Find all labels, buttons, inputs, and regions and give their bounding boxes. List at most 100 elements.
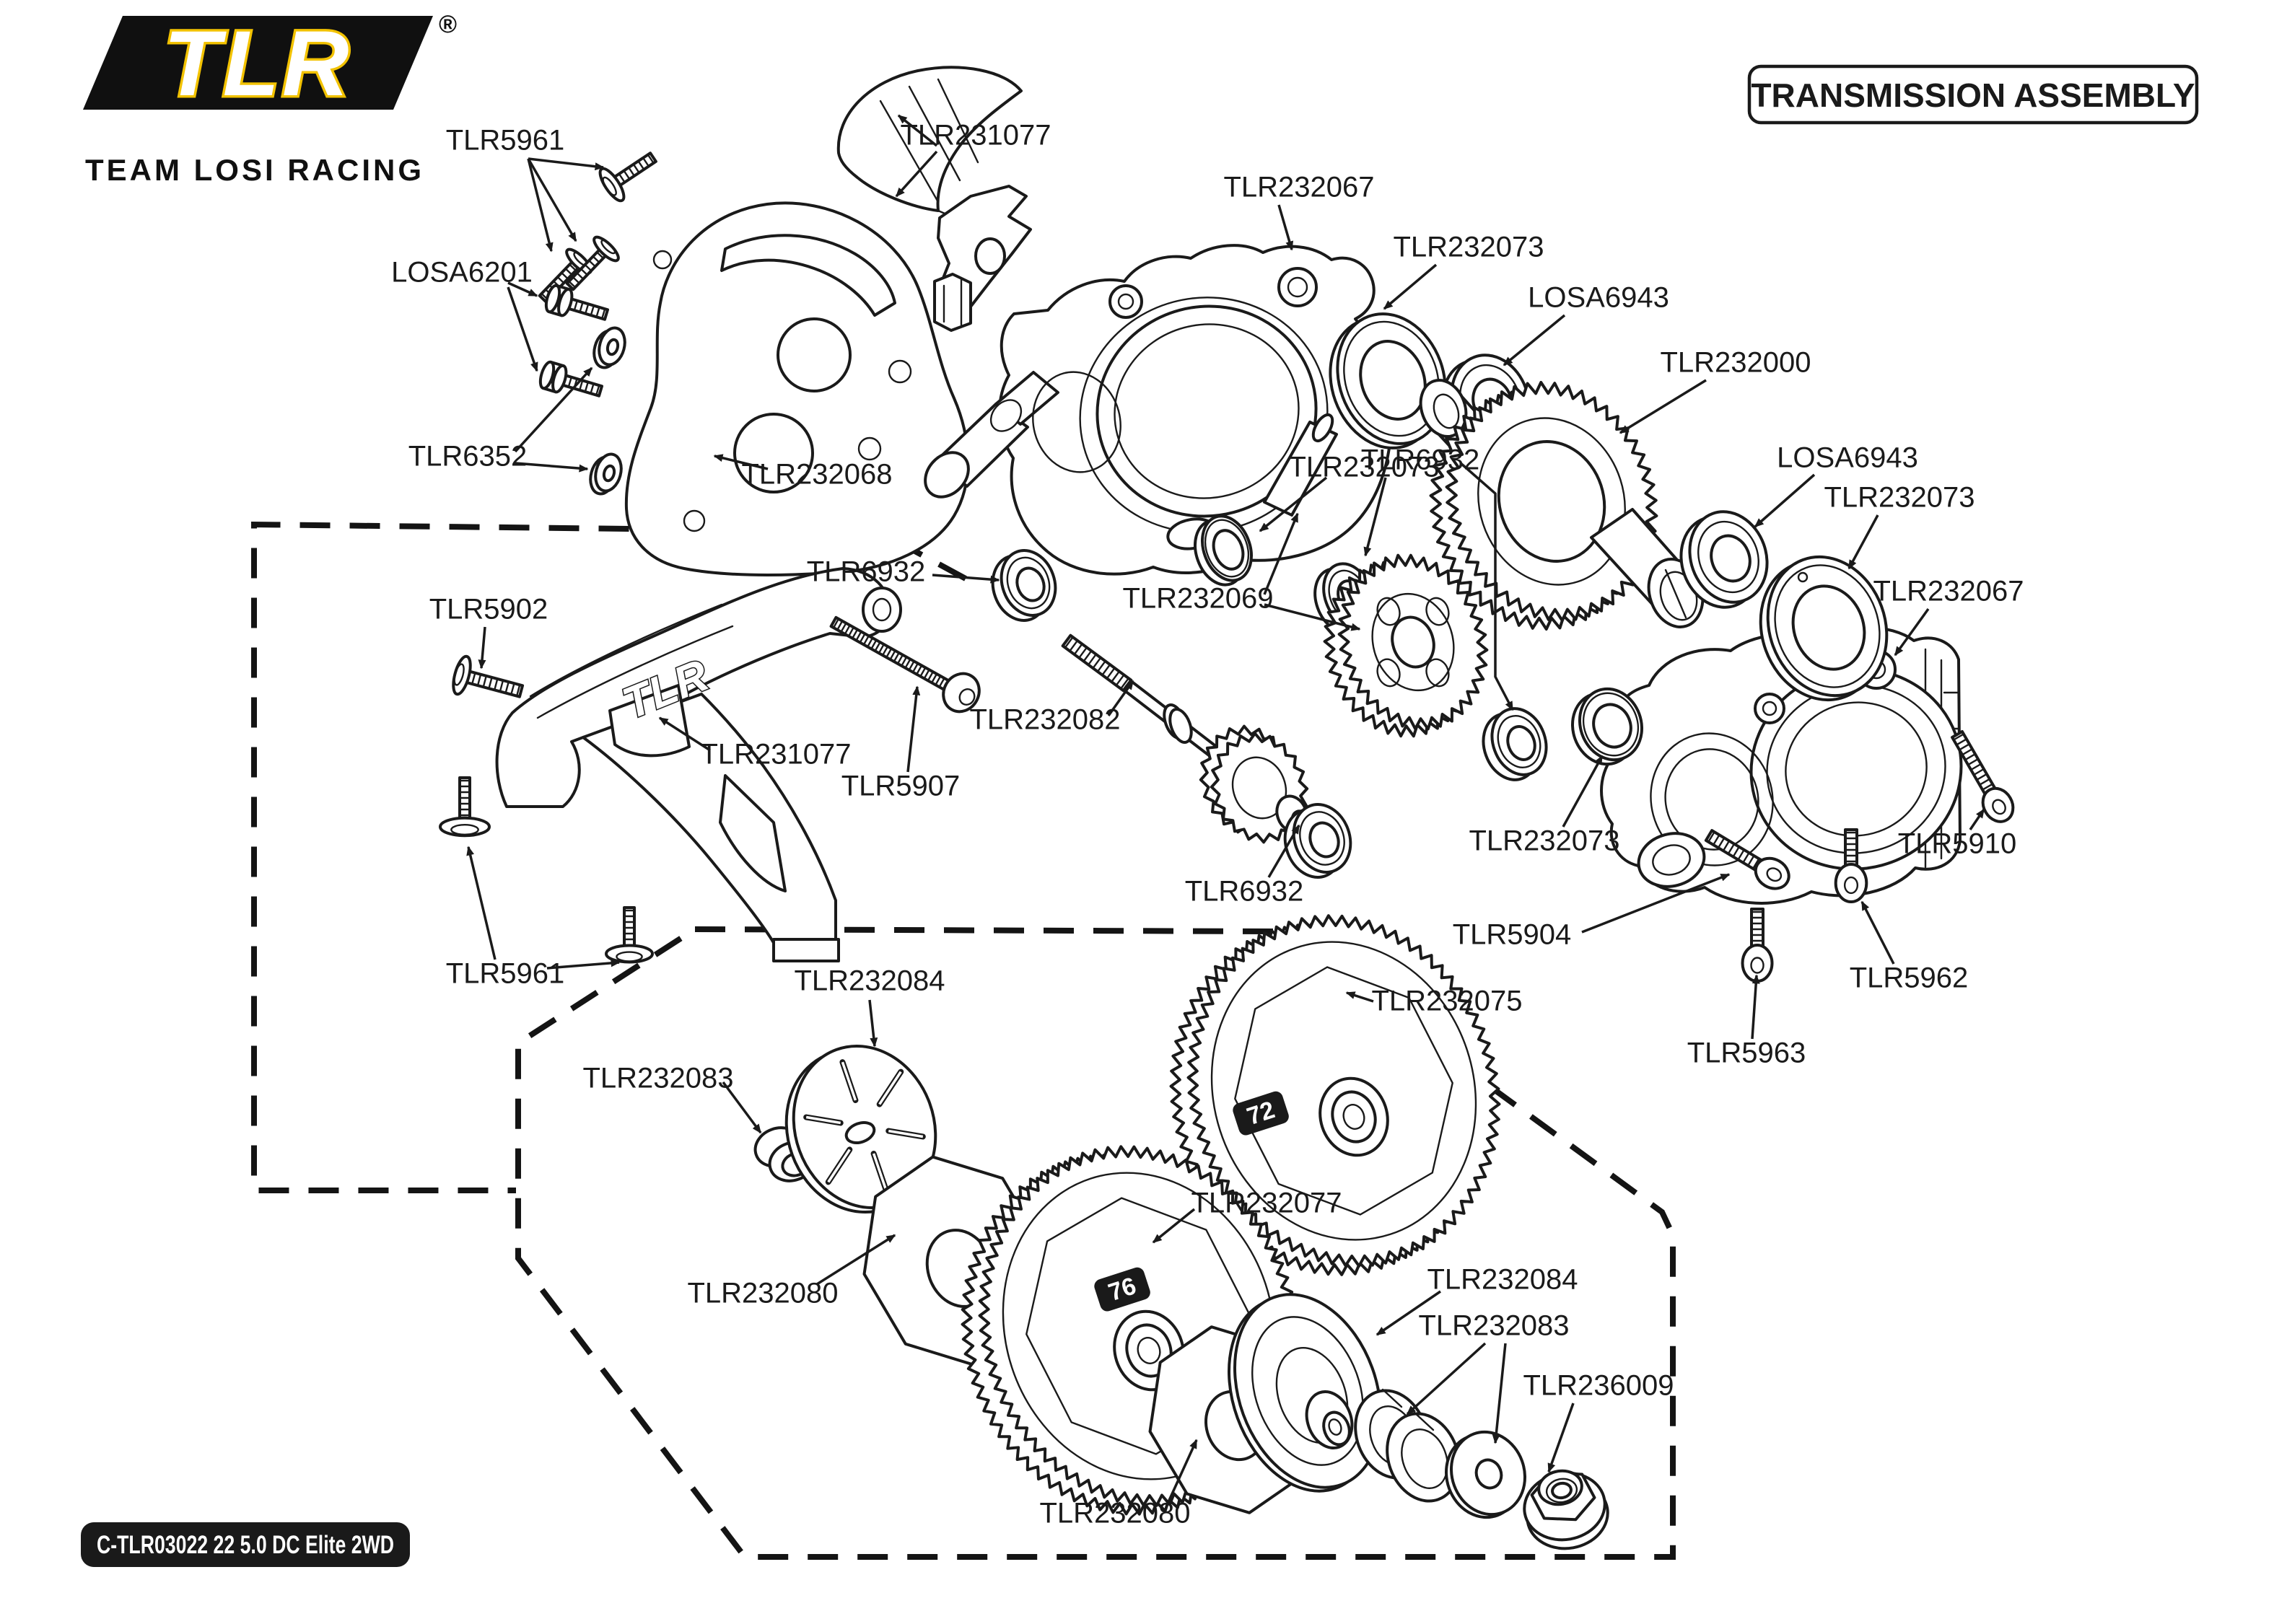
part-label-tlr5902: TLR5902 xyxy=(429,594,548,626)
part-label-tlr236009: TLR236009 xyxy=(1523,1370,1674,1402)
part-label-tlr232080-1: TLR232080 xyxy=(687,1278,838,1309)
ring xyxy=(1592,703,1632,749)
ring xyxy=(1212,529,1245,571)
screw-tlr5902 xyxy=(452,654,472,696)
ring xyxy=(1433,393,1460,429)
ring xyxy=(602,464,616,483)
part-label-tlr5963: TLR5963 xyxy=(1687,1037,1806,1069)
generated-parts-layer xyxy=(439,152,2015,1550)
part-label-tlr232067-right: TLR232067 xyxy=(1873,576,2024,607)
gearbox-case-left-tlr232067 xyxy=(924,244,1393,576)
leader-arrow-losa6201 xyxy=(507,286,538,372)
part-label-tlr232067-left: TLR232067 xyxy=(1223,172,1374,203)
part-label-tlr5961-top: TLR5961 xyxy=(446,125,565,157)
title-box: TRANSMISSION ASSEMBLY xyxy=(1747,64,2199,125)
leader-arrow-tlr6932-3 xyxy=(1267,824,1300,878)
brace-cutout xyxy=(719,774,787,892)
slipper-slot-inner xyxy=(872,1153,888,1193)
leader-arrow-losa6943-1 xyxy=(1503,314,1566,367)
part-label-tlr231077-top: TLR231077 xyxy=(900,120,1051,152)
dashed-boundary-bottom xyxy=(515,926,1676,1560)
slipper-slot-inner xyxy=(888,1129,924,1138)
leader-arrow-tlr6932-2 xyxy=(1363,477,1387,557)
ring xyxy=(453,663,465,686)
ring xyxy=(1331,1090,1377,1144)
leader-arrow-tlr231077-top xyxy=(897,114,938,147)
ring xyxy=(1137,1337,1161,1364)
ring xyxy=(1308,821,1340,859)
ring xyxy=(1582,692,1640,757)
leader-arrow-tlr232083-1 xyxy=(722,1081,762,1134)
shim-hole xyxy=(1797,571,1809,583)
idler-window xyxy=(1376,597,1401,626)
leader-arrow-tlr232083-2 xyxy=(1406,1342,1487,1415)
ring xyxy=(1371,592,1455,692)
brake-cam-lever-tlr231077 xyxy=(933,185,1032,332)
part-label-tlr232083-2: TLR232083 xyxy=(1418,1310,1569,1342)
leader-arrow-tlr6352 xyxy=(514,367,593,453)
leader-arrow-tlr231077-brace xyxy=(658,716,711,752)
idler-window xyxy=(1376,658,1401,688)
leader-arrow-tlr232073-1 xyxy=(1383,263,1438,310)
threads xyxy=(613,154,655,187)
ring xyxy=(1328,1418,1342,1436)
leader-arrow-tlr232067-left xyxy=(1277,204,1294,251)
spur-gear-marking-bottom: 76 xyxy=(1094,1267,1150,1312)
ring xyxy=(1506,725,1536,761)
brace-cutout xyxy=(608,684,691,758)
ring xyxy=(1791,584,1866,671)
logo-plate xyxy=(83,16,433,110)
part-label-tlr232073-1: TLR232073 xyxy=(1393,232,1544,263)
leader-arrow-tlr5907 xyxy=(906,685,921,773)
ring xyxy=(1168,708,1193,744)
part-label-losa6943-1: LOSA6943 xyxy=(1528,282,1669,314)
leader-arrow-tlr232077 xyxy=(1152,1208,1196,1244)
part-label-tlr5961-bottom: TLR5961 xyxy=(446,958,565,990)
part-label-tlr232073-4: TLR232073 xyxy=(1469,825,1619,857)
leader-arrow-tlr5910 xyxy=(1969,808,1985,830)
slipper-slot-inner xyxy=(878,1071,902,1105)
leader-arrow-tlr6932-1 xyxy=(932,574,1000,584)
part-label-tlr5904: TLR5904 xyxy=(1453,919,1572,951)
threads xyxy=(1064,636,1129,690)
leader-arrow-tlr5961-top xyxy=(527,158,554,253)
tlr-logo: TLR ® TEAM LOSI RACING xyxy=(83,10,457,187)
leader-arrow-tlr232084-2 xyxy=(1376,1290,1441,1336)
registered-mark: ® xyxy=(439,11,457,38)
idler-pin-tlr232069 xyxy=(1263,421,1338,517)
leader-arrow-tlr232073-4 xyxy=(1562,755,1604,828)
ring xyxy=(450,824,479,836)
gearbox-case-right-tlr232067 xyxy=(1600,626,1963,905)
leader-arrow-tlr5961-bottom xyxy=(546,959,621,970)
leader-arrow-tlr232083-2 xyxy=(1492,1343,1507,1444)
slipper-slot-inner xyxy=(805,1115,841,1125)
leader-arrow-tlr232073-3 xyxy=(1847,514,1879,570)
leader-arrow-tlr5963 xyxy=(1751,974,1760,1040)
ring xyxy=(1311,413,1334,443)
part-label-tlr232084-2: TLR232084 xyxy=(1427,1264,1578,1296)
screw-tlr5910 xyxy=(1981,786,2015,823)
ring xyxy=(1343,320,1440,437)
threads xyxy=(1707,831,1765,873)
ring xyxy=(1299,811,1345,866)
part-label-tlr6932-3: TLR6932 xyxy=(1185,876,1304,908)
leader-arrow-tlr232075 xyxy=(1345,991,1374,1003)
threads xyxy=(458,779,471,822)
leader-arrow-tlr6352 xyxy=(515,462,589,473)
spur72-face xyxy=(1234,966,1453,1216)
part-label-tlr232073-3: TLR232073 xyxy=(1824,482,1975,514)
threads xyxy=(465,670,521,697)
part-label-losa6943-2: LOSA6943 xyxy=(1777,442,1918,474)
leader-arrow-tlr232073-2 xyxy=(1259,476,1328,532)
leader-arrow-tlr232069 xyxy=(1264,603,1361,631)
part-label-tlr5910: TLR5910 xyxy=(1898,828,2017,860)
ring xyxy=(602,176,617,196)
ring xyxy=(844,1120,876,1145)
ring xyxy=(1697,520,1759,594)
ring xyxy=(1210,941,1477,1241)
leader-arrow-tlr232082 xyxy=(1107,680,1134,717)
product-badge-text: C-TLR03022 22 5.0 DC Elite 2WD xyxy=(97,1531,394,1559)
